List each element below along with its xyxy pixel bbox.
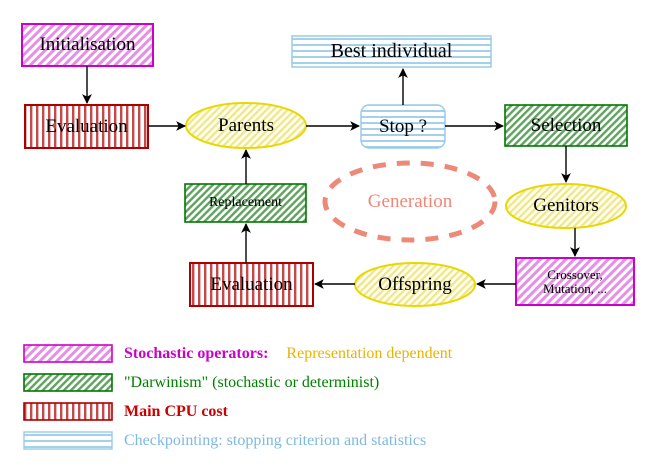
node-evaluation-top[interactable] [24, 104, 149, 149]
legend-text-stochastic-part2: Representation dependent [286, 345, 453, 362]
legend-text-darwinism: "Darwinism" (stochastic or determinist) [124, 374, 380, 391]
node-genitors[interactable] [505, 183, 627, 229]
legend-text-cpu: Main CPU cost [124, 403, 228, 420]
legend-swatch-checkpointing [23, 431, 113, 450]
node-crossover-mutation[interactable] [515, 257, 635, 306]
node-parents[interactable] [185, 102, 307, 149]
legend-text-stochastic-part1: Stochastic operators: [124, 345, 269, 362]
legend-swatch-darwinism [23, 373, 113, 392]
legend-text-checkpointing: Checkpointing: stopping criterion and st… [124, 432, 427, 449]
node-generation [322, 160, 498, 243]
node-replacement[interactable] [184, 183, 307, 223]
legend-swatch-cpu [23, 402, 113, 421]
node-selection[interactable] [504, 104, 628, 147]
node-offspring[interactable] [354, 262, 476, 307]
legend-swatch-stochastic [23, 344, 113, 363]
node-evaluation-bottom[interactable] [189, 262, 314, 307]
legend-text-stochastic: Stochastic operators: Representation dep… [124, 345, 452, 363]
node-stop[interactable] [360, 104, 446, 149]
node-best-individual[interactable] [291, 35, 492, 68]
node-initialisation[interactable] [21, 23, 154, 67]
